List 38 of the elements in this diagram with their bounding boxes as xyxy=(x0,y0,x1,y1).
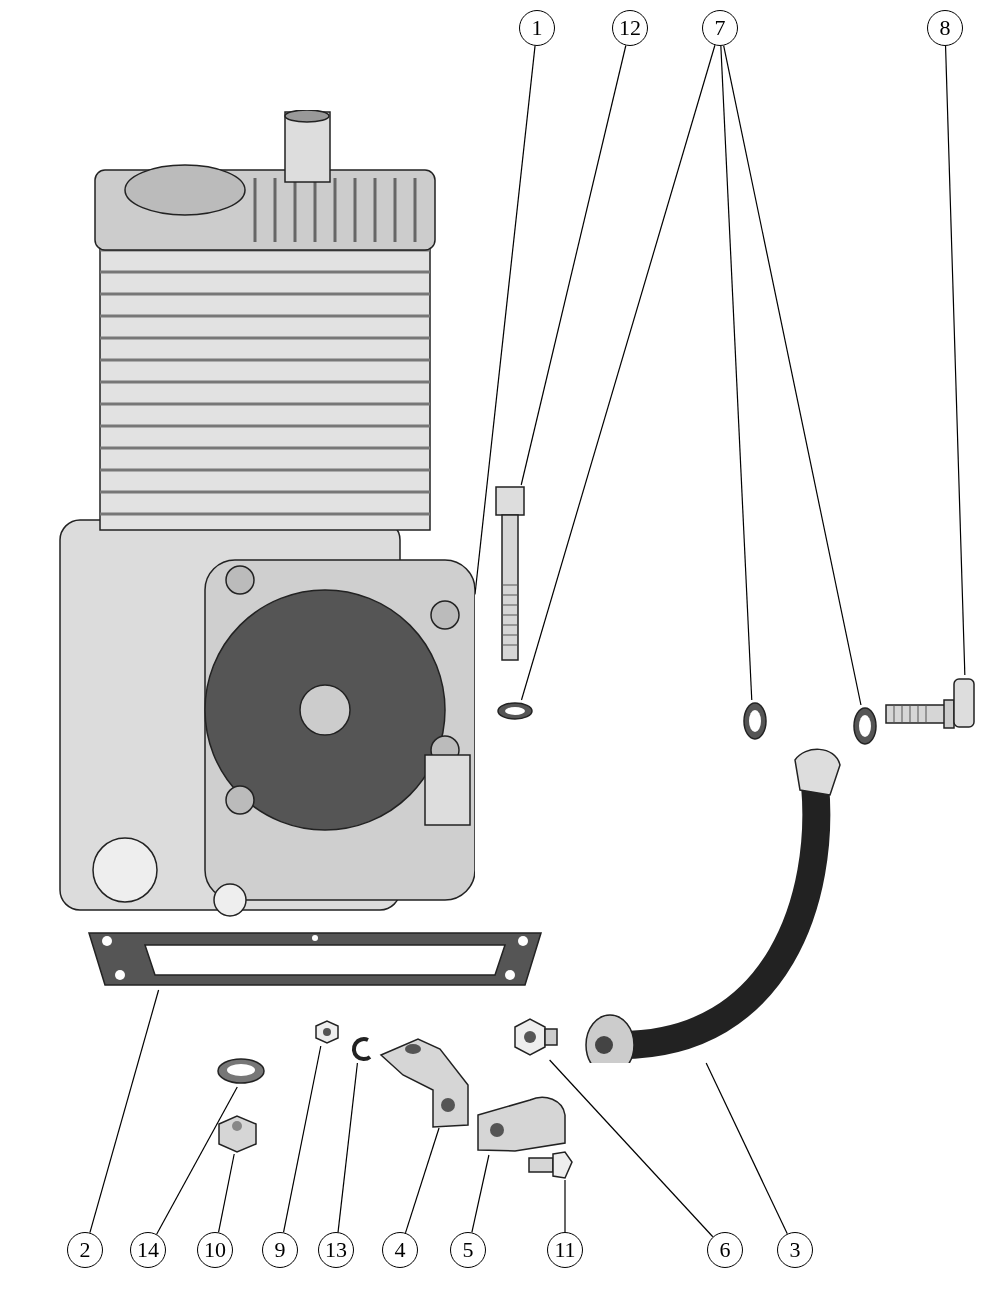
callout-number: 5 xyxy=(450,1232,486,1268)
bolt-drawing xyxy=(882,675,977,730)
callout-number: 6 xyxy=(707,1232,743,1268)
leader-line xyxy=(471,1154,490,1233)
leader-line xyxy=(723,45,862,706)
callout-number: 10 xyxy=(197,1232,233,1268)
callout-number: 14 xyxy=(130,1232,166,1268)
washer-drawing xyxy=(740,700,770,742)
callout-number: 11 xyxy=(547,1232,583,1268)
leader-line xyxy=(520,44,627,486)
leader-line xyxy=(944,45,966,676)
callout-number: 8 xyxy=(927,10,963,46)
bolt-drawing xyxy=(525,1150,575,1180)
callout-number: 9 xyxy=(262,1232,298,1268)
callout-number: 12 xyxy=(612,10,648,46)
nut-drawing xyxy=(215,1112,260,1154)
leader-line xyxy=(564,1179,566,1233)
washer-drawing xyxy=(215,1055,267,1087)
leader-line xyxy=(282,1045,322,1233)
leader-line xyxy=(404,1127,440,1234)
leader-line xyxy=(89,989,160,1234)
washer-drawing xyxy=(495,700,535,722)
callout-number: 3 xyxy=(777,1232,813,1268)
callout-number: 7 xyxy=(702,10,738,46)
leader-line xyxy=(156,1086,238,1235)
leader-line xyxy=(549,1059,714,1238)
callout-number: 4 xyxy=(382,1232,418,1268)
leader-line xyxy=(705,1062,788,1235)
washer-drawing xyxy=(850,705,880,747)
callout-number: 2 xyxy=(67,1232,103,1268)
leader-line xyxy=(520,44,716,701)
nut-drawing xyxy=(312,1018,342,1046)
callout-number: 13 xyxy=(318,1232,354,1268)
leader-line xyxy=(337,1062,359,1233)
callout-number: 1 xyxy=(519,10,555,46)
leader-line xyxy=(720,45,753,701)
bracket-drawing xyxy=(378,1035,470,1128)
leader-line xyxy=(217,1153,235,1233)
